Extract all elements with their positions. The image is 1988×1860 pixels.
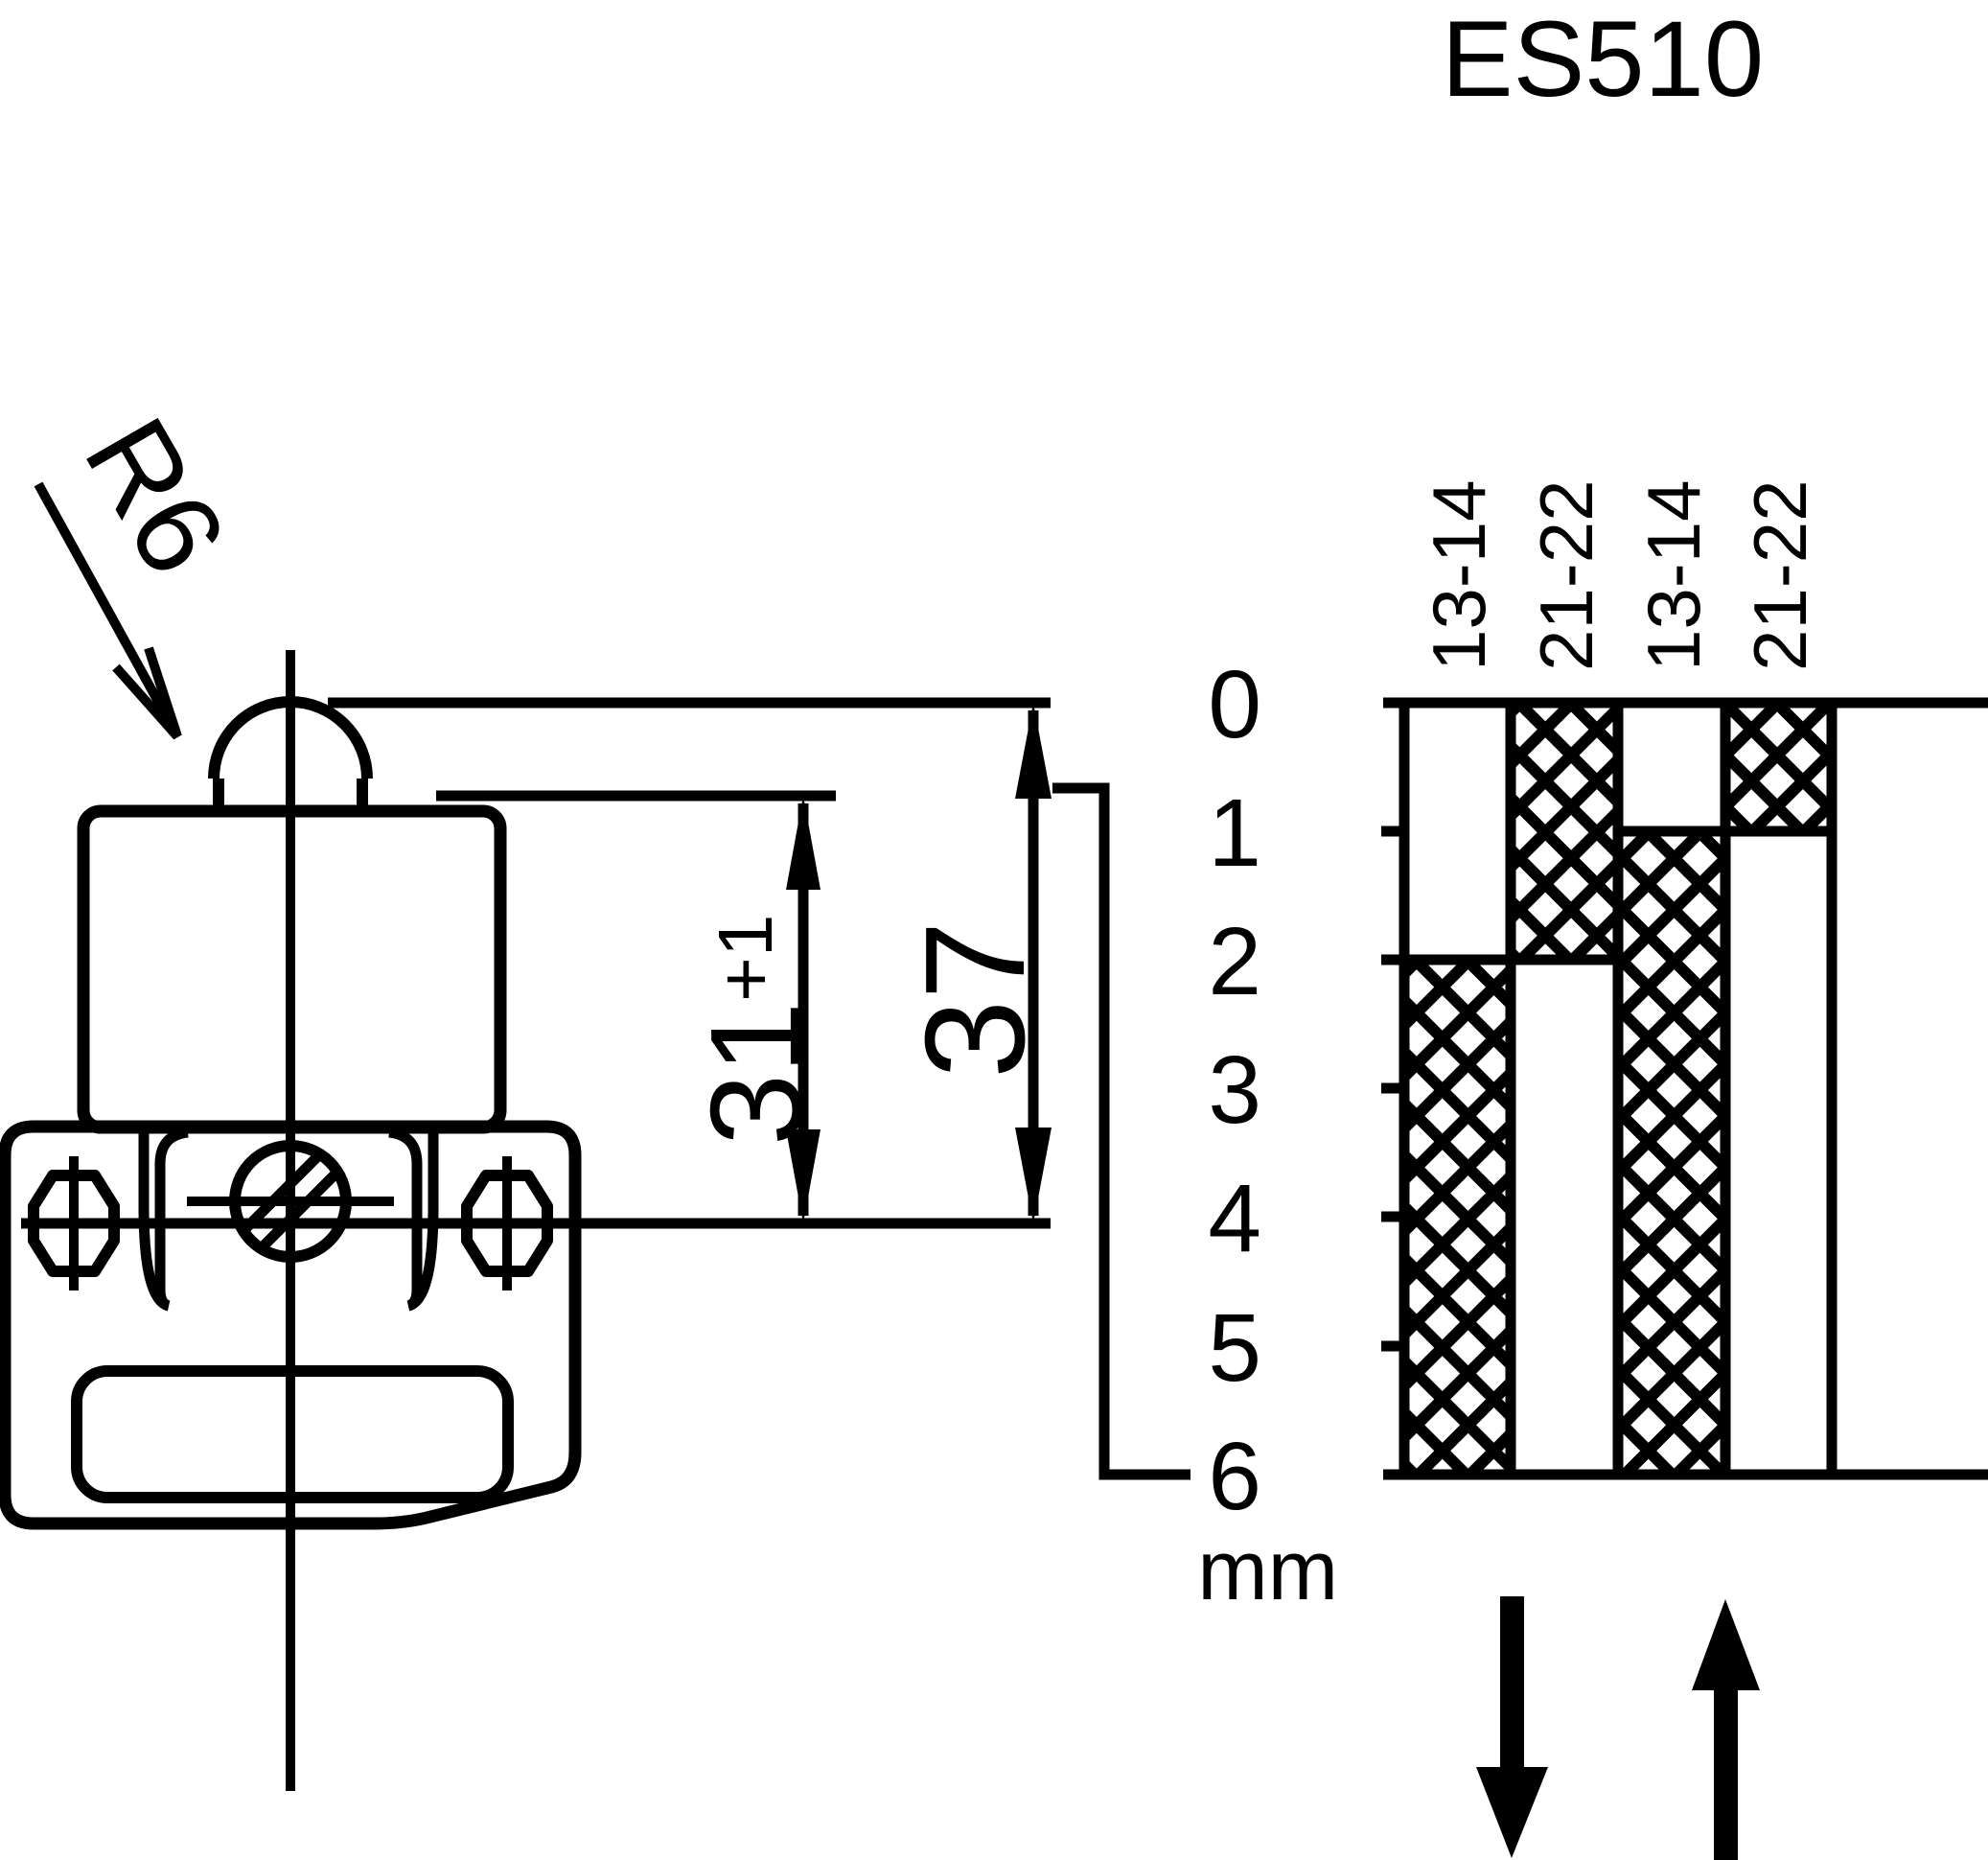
contact-span-21-22-a xyxy=(1505,697,1624,965)
up-arrow-shaft xyxy=(1714,1687,1738,1860)
dim-37-label: 37 xyxy=(896,920,1054,1079)
up-arrow-head xyxy=(1692,1599,1760,1690)
dim-31-down-arrowhead-icon xyxy=(786,1129,821,1223)
mounting-base-outline xyxy=(0,1120,582,1530)
contact-label-1: 13-14 xyxy=(1417,480,1501,672)
contact-span-21-22-b xyxy=(1720,697,1838,837)
contact-span-13-14-b xyxy=(1612,825,1731,1480)
contact-label-3: 13-14 xyxy=(1631,480,1716,672)
right-mounting-hole-oval xyxy=(461,1170,553,1277)
dim-37-up-arrowhead-icon xyxy=(1015,703,1052,799)
dimension-31: 31+1 xyxy=(683,796,828,1223)
contact-label-4: 21-22 xyxy=(1738,480,1822,672)
plunger-dome xyxy=(208,696,373,779)
radius-callout: R6 xyxy=(34,397,251,740)
down-arrow-head xyxy=(1476,1767,1548,1858)
tick-label-2: 2 xyxy=(1208,908,1261,1015)
unit-label: mm xyxy=(1197,1523,1338,1617)
switch-side-view: R6 31+1 37 xyxy=(0,397,1190,1791)
radius-leader-arrowhead-icon xyxy=(112,646,182,740)
contact-span-13-14-a xyxy=(1399,954,1516,1480)
tick-label-5: 5 xyxy=(1208,1294,1261,1402)
travel-scale-labels: 0 1 2 3 4 5 6 xyxy=(1208,651,1261,1530)
diagram-title: ES510 xyxy=(1442,0,1764,119)
tick-label-1: 1 xyxy=(1208,779,1261,887)
dim-37-down-arrowhead-icon xyxy=(1015,1128,1052,1223)
down-arrow-shaft xyxy=(1500,1596,1524,1774)
left-mounting-hole-oval xyxy=(28,1170,120,1277)
travel-range-bracket xyxy=(1052,782,1190,1480)
base-bottom-slot xyxy=(71,1365,514,1503)
dimension-37: 37 xyxy=(896,703,1054,1223)
screw-slot-line-2 xyxy=(256,1167,343,1254)
dim-31-label: 31+1 xyxy=(683,915,828,1146)
travel-diagram: ES510 13-14 21-22 13-14 21-22 0 1 2 3 4 … xyxy=(1197,0,1988,1860)
tick-label-6: 6 xyxy=(1208,1423,1261,1530)
dim-31-value: 31 xyxy=(683,1002,828,1146)
actuate-down-arrow-icon xyxy=(1476,1596,1548,1858)
tick-label-4: 4 xyxy=(1208,1165,1261,1272)
tick-label-3: 3 xyxy=(1208,1036,1261,1144)
center-screw xyxy=(187,1140,394,1263)
dim-31-tolerance: +1 xyxy=(703,915,788,1002)
contact-label-2: 21-22 xyxy=(1524,480,1608,672)
radius-leader-line xyxy=(34,481,182,739)
tick-label-0: 0 xyxy=(1208,651,1261,758)
dim-31-up-arrowhead-icon xyxy=(786,796,821,890)
release-up-arrow-icon xyxy=(1692,1599,1760,1860)
